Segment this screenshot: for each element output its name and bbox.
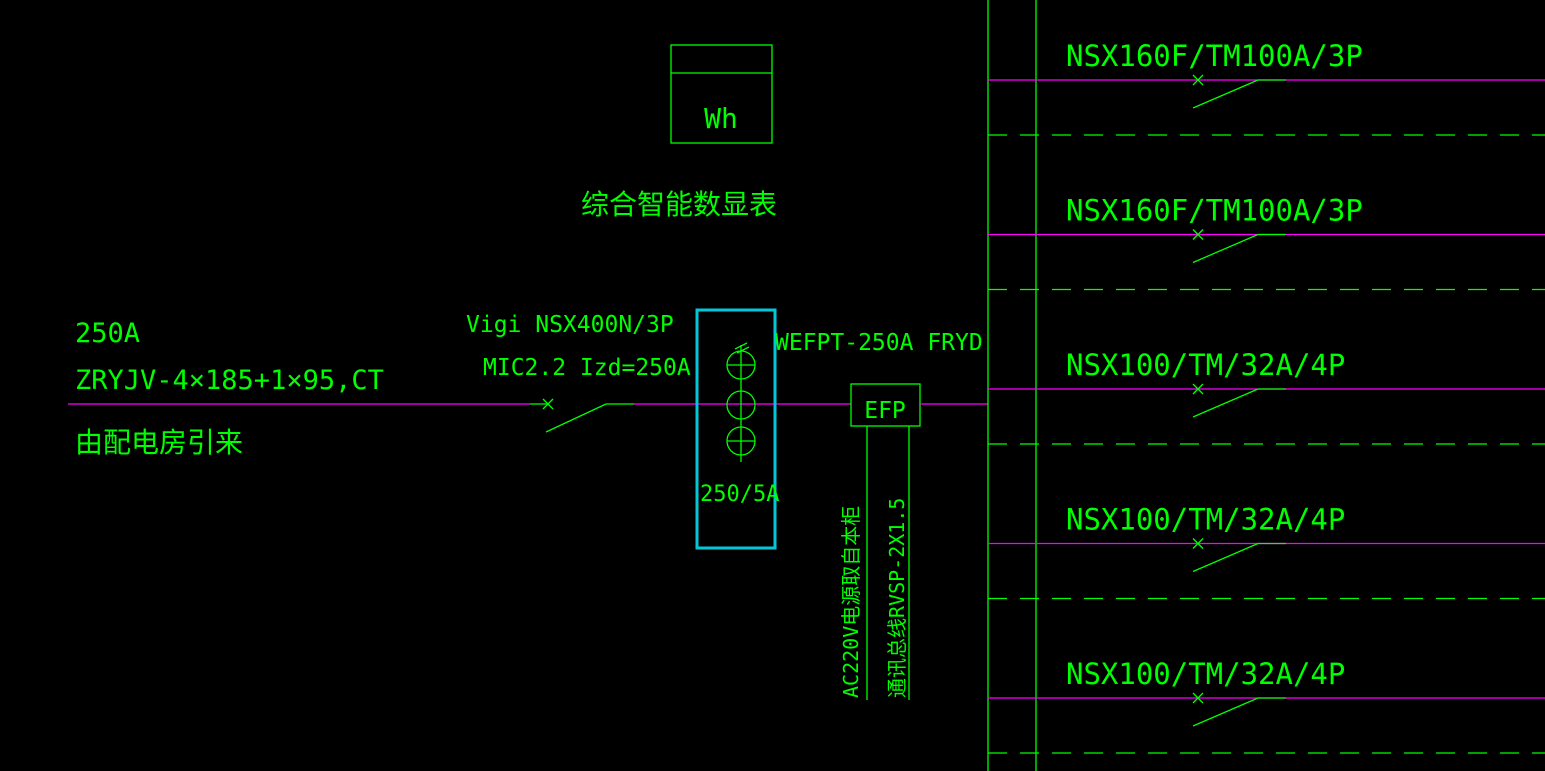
main-breaker-symbol xyxy=(530,398,634,433)
main-breaker-model: Vigi NSX400N/3P xyxy=(466,312,674,338)
efp-box xyxy=(850,383,921,427)
branch-breaker-symbol xyxy=(1192,692,1286,727)
ct-selection-frame xyxy=(695,308,777,550)
current-transformer-symbol xyxy=(726,342,756,462)
branch-breaker-symbol xyxy=(1192,538,1286,573)
incoming-cable-label: ZRYJV-4×185+1×95,CT xyxy=(75,365,384,396)
branch-breaker-label: NSX100/TM/32A/4P xyxy=(1066,348,1345,382)
branch-circuit: NSX100/TM/32A/4P xyxy=(988,348,1545,445)
branch-breaker-symbol xyxy=(1192,74,1286,109)
efp-model: WEFPT-250A FRYD xyxy=(775,330,983,356)
branch-circuit: NSX100/TM/32A/4P xyxy=(988,657,1545,754)
efp-power-note: AC220V电源取自本柜 xyxy=(839,506,863,698)
efp-box-label: EFP xyxy=(864,398,906,424)
incoming-current-label: 250A xyxy=(75,318,140,349)
branch-circuit: NSX100/TM/32A/4P xyxy=(988,503,1545,600)
branch-breaker-label: NSX160F/TM100A/3P xyxy=(1066,39,1363,73)
branch-circuit: NSX160F/TM100A/3P xyxy=(988,194,1545,291)
branch-circuits: NSX160F/TM100A/3P NSX160F/TM100A/3P NSX100… xyxy=(988,39,1545,754)
incoming-source-label: 由配电房引来 xyxy=(75,426,243,459)
branch-circuit: NSX160F/TM100A/3P xyxy=(988,39,1545,136)
branch-breaker-symbol xyxy=(1192,229,1286,264)
meter-symbol: Wh xyxy=(704,102,738,135)
efp-comm-note: 通讯总线RVSP-2X1.5 xyxy=(885,498,909,698)
energy-meter: Wh xyxy=(670,44,773,144)
branch-breaker-label: NSX100/TM/32A/4P xyxy=(1066,657,1345,691)
branch-breaker-symbol xyxy=(1192,383,1286,418)
branch-breaker-label: NSX100/TM/32A/4P xyxy=(1066,503,1345,537)
main-breaker-setting: MIC2.2 Izd=250A xyxy=(483,355,691,381)
branch-breaker-label: NSX160F/TM100A/3P xyxy=(1066,194,1363,228)
meter-caption: 综合智能数显表 xyxy=(581,188,777,221)
ct-ratio: 250/5A xyxy=(700,482,779,507)
